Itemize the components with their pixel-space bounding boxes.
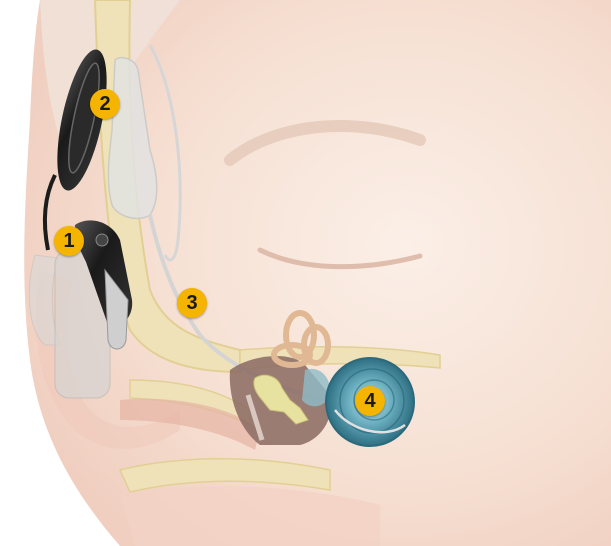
callout-badge-2: 2 xyxy=(90,89,120,119)
callout-badge-1: 1 xyxy=(54,226,84,256)
callout-badge-4: 4 xyxy=(355,386,385,416)
callout-badge-3: 3 xyxy=(177,288,207,318)
